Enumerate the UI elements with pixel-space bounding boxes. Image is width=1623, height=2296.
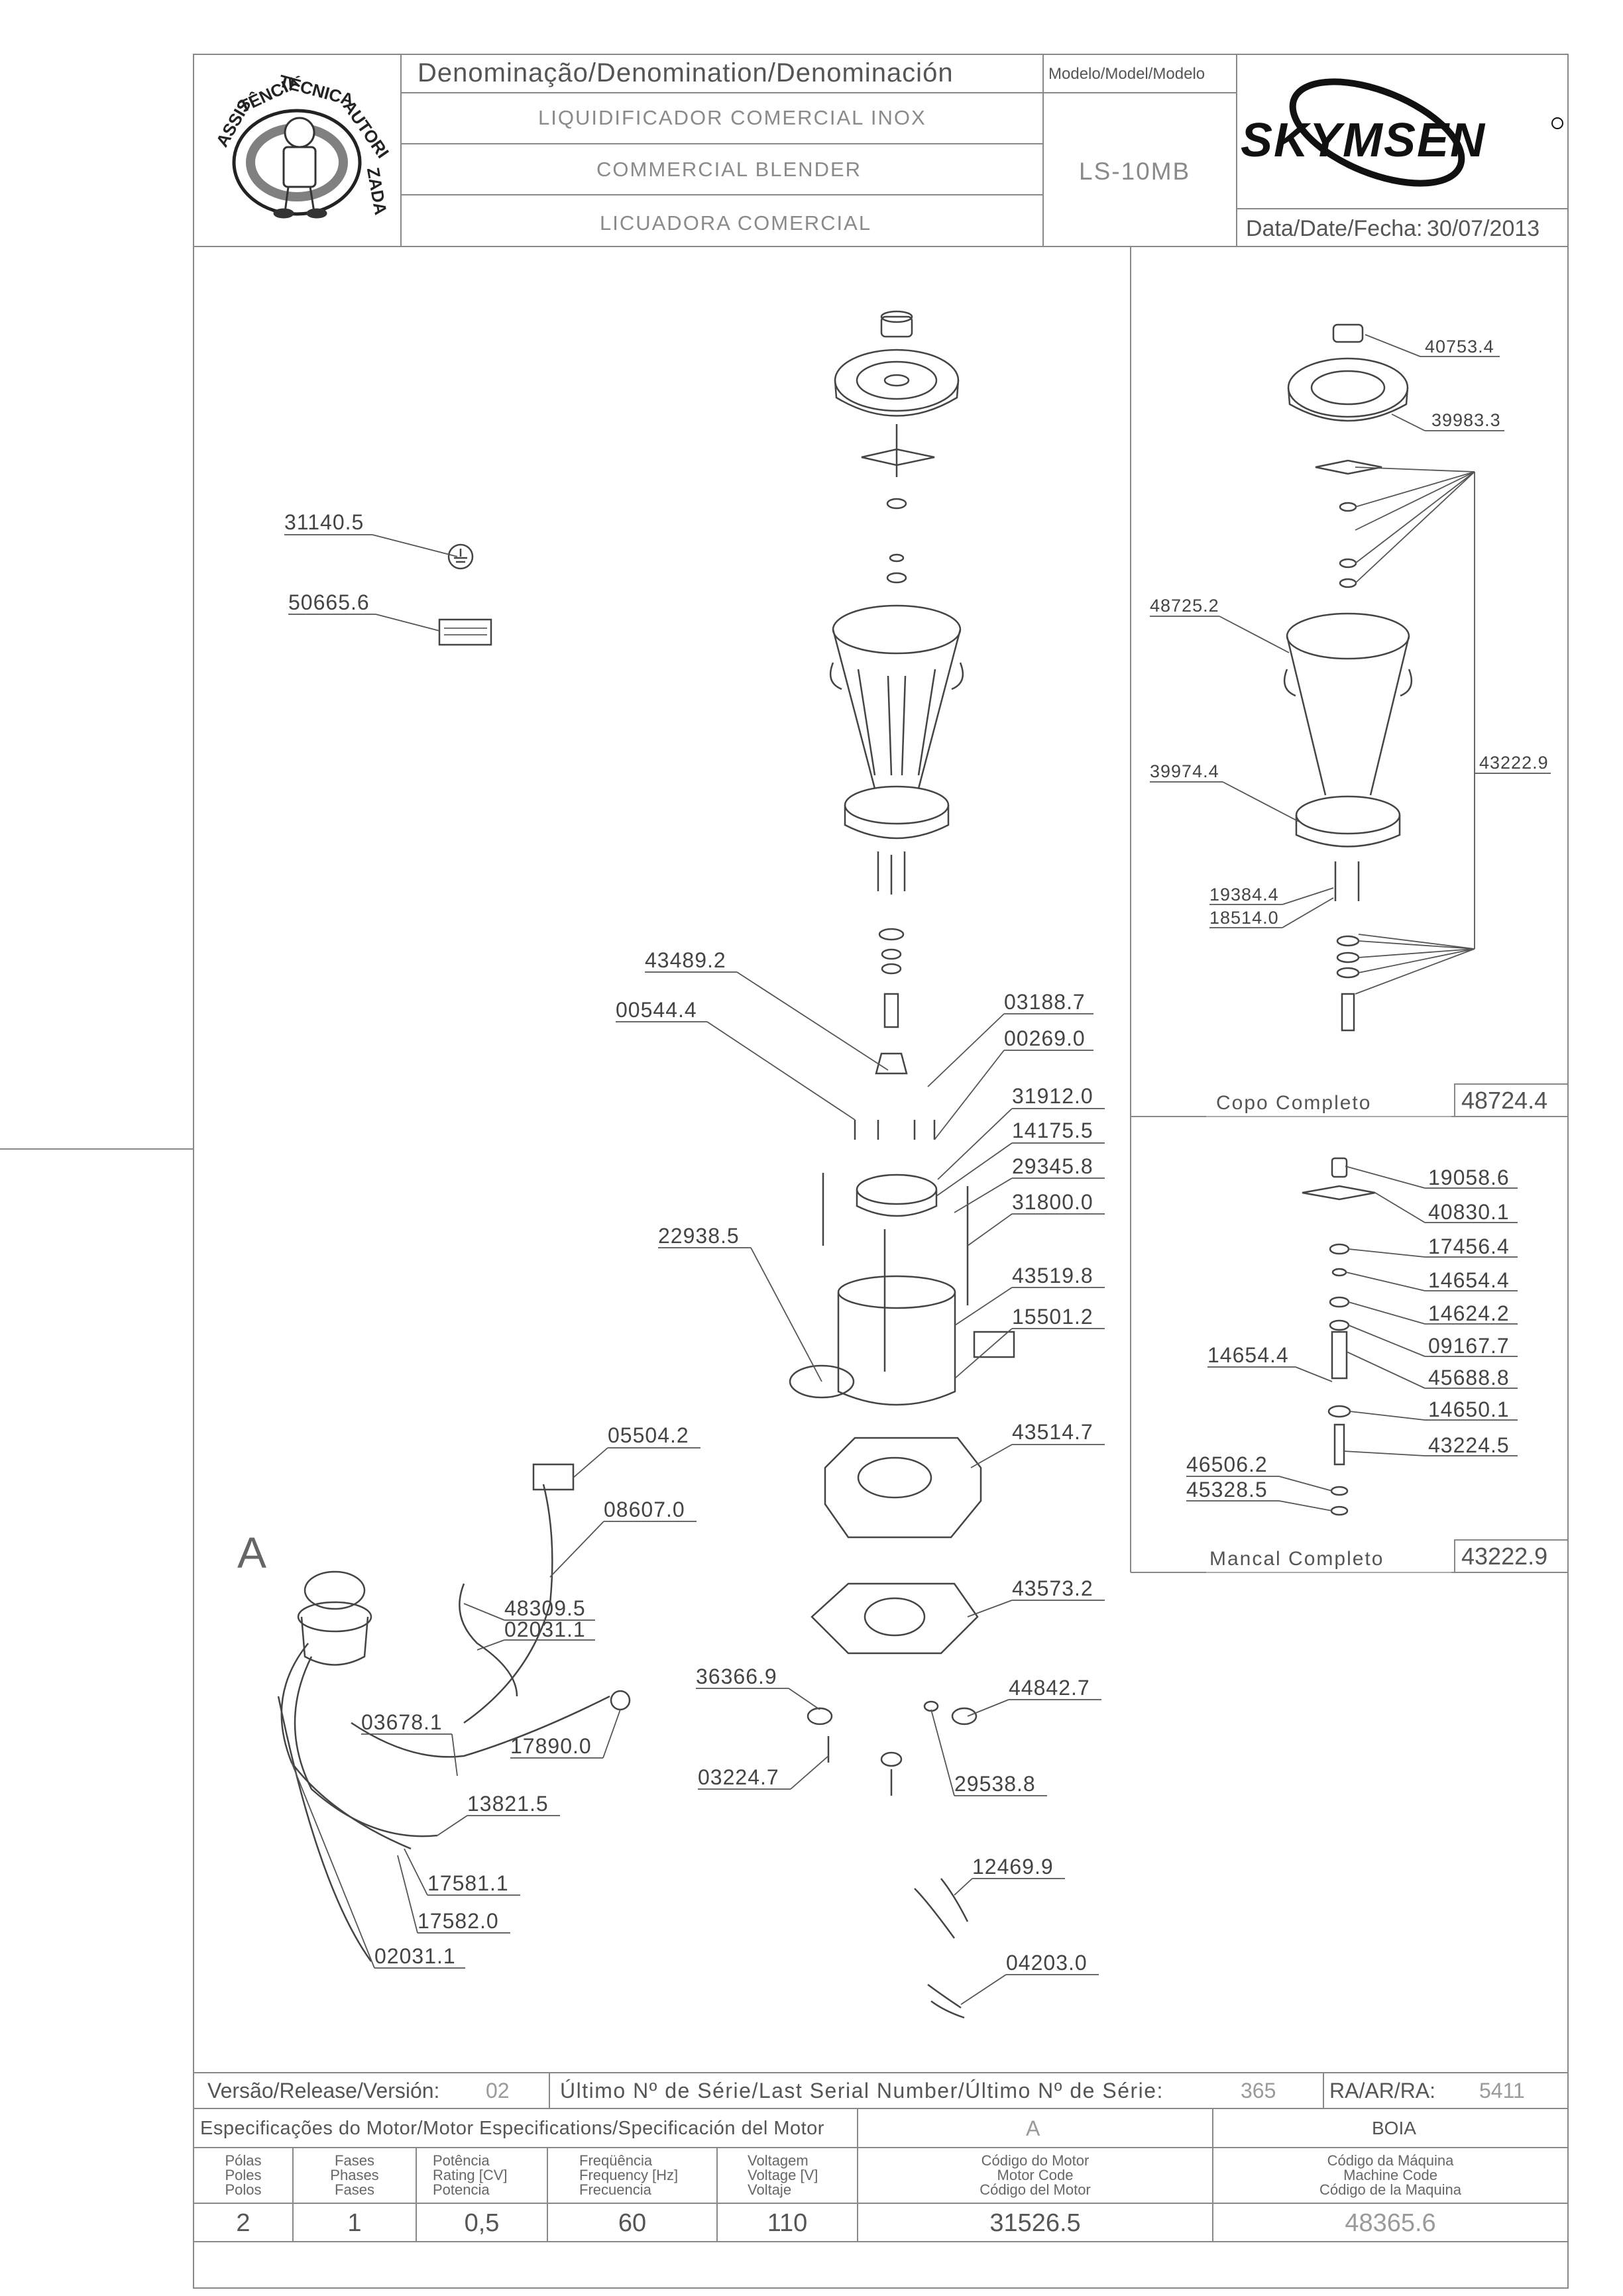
part-43519-8: 43519.8 — [1012, 1264, 1093, 1287]
part-31140-5: 31140.5 — [284, 510, 364, 534]
product-name-pt: LIQUIDIFICADOR COMERCIAL INOX — [538, 106, 926, 129]
copo-completo-code: 48724.4 — [1461, 1087, 1548, 1114]
release-label: Versão/Release/Versión: — [207, 2079, 440, 2103]
motor-spec-label: Especificações do Motor/Motor Especifica… — [200, 2118, 824, 2139]
mancal-part-09167-7: 09167.7 — [1428, 1334, 1510, 1358]
part-02031-1-b: 02031.1 — [374, 1944, 456, 1968]
mancal-part-45688-8: 45688.8 — [1428, 1366, 1510, 1390]
id-label-plate — [438, 618, 492, 646]
part-31800-0: 31800.0 — [1012, 1190, 1093, 1214]
product-name-en: COMMERCIAL BLENDER — [596, 158, 862, 181]
voltage-value: 110 — [767, 2209, 808, 2237]
part-03678-1: 03678.1 — [361, 1710, 443, 1734]
col-a-header: A — [1026, 2116, 1040, 2140]
release-value: 02 — [486, 2079, 510, 2103]
svg-text:ZADA: ZADA — [363, 166, 391, 217]
part-43573-2: 43573.2 — [1012, 1576, 1093, 1600]
mancal-part-17456-4: 17456.4 — [1428, 1234, 1510, 1258]
copo-part-19384-4: 19384.4 — [1209, 885, 1279, 904]
part-22938-5: 22938.5 — [658, 1224, 740, 1248]
ra-label: RA/AR/RA: — [1329, 2079, 1436, 2103]
copo-part-39983-3: 39983.3 — [1431, 410, 1501, 430]
mancal-completo-code: 43222.9 — [1461, 1543, 1548, 1570]
mancal-part-14650-1: 14650.1 — [1428, 1397, 1510, 1421]
part-17581-1: 17581.1 — [427, 1871, 509, 1895]
mancal-completo-title: Mancal Completo — [1209, 1548, 1384, 1570]
part-00269-0: 00269.0 — [1004, 1026, 1086, 1050]
serial-label: Último Nº de Série/Last Serial Number/Úl… — [560, 2079, 1164, 2103]
mancal-part-46506-2: 46506.2 — [1186, 1452, 1268, 1476]
part-50665-6: 50665.6 — [288, 590, 370, 614]
part-36366-9: 36366.9 — [696, 1665, 777, 1688]
part-29538-8: 29538.8 — [954, 1772, 1036, 1796]
part-12469-9: 12469.9 — [972, 1855, 1054, 1879]
date-value: 30/07/2013 — [1427, 216, 1540, 241]
model-label: Modelo/Model/Modelo — [1048, 65, 1205, 83]
part-48309-5: 48309.5 — [504, 1596, 586, 1620]
part-44842-7: 44842.7 — [1009, 1676, 1090, 1700]
ra-value: 5411 — [1479, 2079, 1525, 2103]
phases-value: 1 — [347, 2209, 362, 2237]
part-02031-1-a: 02031.1 — [504, 1617, 586, 1641]
part-31912-0: 31912.0 — [1012, 1084, 1093, 1108]
product-name-es: LICUADORA COMERCIAL — [600, 211, 872, 235]
svg-text:SKYMSEN: SKYMSEN — [1241, 114, 1486, 167]
part-08607-0: 08607.0 — [604, 1498, 685, 1521]
copo-part-43222-9: 43222.9 — [1479, 753, 1549, 773]
machine-code-value: 48365.6 — [1345, 2209, 1436, 2237]
part-04203-0: 04203.0 — [1006, 1951, 1088, 1975]
leader-lines — [284, 334, 1551, 2005]
mancal-part-14624-2: 14624.2 — [1428, 1301, 1510, 1325]
mancal-part-40830-1: 40830.1 — [1428, 1200, 1510, 1224]
part-15501-2: 15501.2 — [1012, 1305, 1093, 1329]
part-00544-4: 00544.4 — [616, 998, 697, 1022]
frequency-value: 60 — [618, 2209, 647, 2237]
mancal-part-14654-4-a: 14654.4 — [1428, 1268, 1510, 1292]
mancal-part-19058-6: 19058.6 — [1428, 1166, 1510, 1189]
part-17582-0: 17582.0 — [418, 1909, 499, 1933]
date-label: Data/Date/Fecha: — [1246, 216, 1423, 241]
part-14175-5: 14175.5 — [1012, 1119, 1093, 1142]
denomination-label: Denominação/Denomination/Denominación — [418, 58, 954, 87]
skymsen-logo: SKYMSEN — [1241, 78, 1563, 187]
sheet-frame — [193, 54, 1569, 2289]
poles-value: 2 — [236, 2209, 251, 2237]
part-13821-5: 13821.5 — [467, 1792, 549, 1816]
part-17890-0: 17890.0 — [510, 1734, 592, 1758]
copo-part-39974-4: 39974.4 — [1150, 761, 1219, 781]
ground-symbol — [447, 543, 474, 570]
copo-detail-drawing — [1283, 323, 1413, 1032]
detail-a-label: A — [237, 1528, 267, 1577]
part-03188-7: 03188.7 — [1004, 990, 1086, 1014]
col-boia-header: BOIA — [1372, 2118, 1416, 2138]
part-29345-8: 29345.8 — [1012, 1154, 1093, 1178]
mancal-part-14654-4-b: 14654.4 — [1207, 1343, 1289, 1367]
mancal-part-45328-5: 45328.5 — [1186, 1478, 1268, 1502]
authorized-service-seal — [232, 109, 362, 219]
serial-value: 365 — [1241, 2079, 1276, 2103]
part-43514-7: 43514.7 — [1012, 1420, 1093, 1444]
mancal-detail-drawing — [1302, 1157, 1376, 1516]
motor-code-value: 31526.5 — [989, 2209, 1081, 2237]
copo-part-48725-2: 48725.2 — [1150, 596, 1219, 616]
part-03224-7: 03224.7 — [698, 1765, 779, 1789]
part-05504-2: 05504.2 — [608, 1423, 689, 1447]
model-value: LS-10MB — [1079, 158, 1191, 185]
copo-part-18514-0: 18514.0 — [1209, 908, 1279, 928]
copo-part-40753-4: 40753.4 — [1425, 337, 1494, 356]
power-value: 0,5 — [464, 2209, 500, 2237]
main-exploded-view — [789, 310, 1015, 2019]
part-43489-2: 43489.2 — [645, 948, 726, 972]
mancal-part-43224-5: 43224.5 — [1428, 1433, 1510, 1457]
copo-completo-title: Copo Completo — [1216, 1092, 1372, 1114]
